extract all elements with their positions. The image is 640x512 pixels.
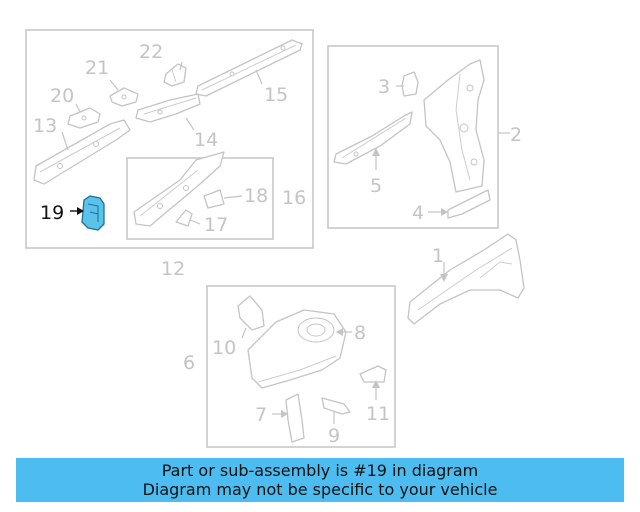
- label-8: 8: [354, 322, 366, 344]
- label-11: 11: [366, 403, 390, 425]
- part-2-pillar-panel: [423, 59, 485, 193]
- label-15: 15: [264, 84, 288, 106]
- parts-diagram: 1 2 3 4 5 6 7 8 9 10 11 12 13 14 15 16 1…: [25, 29, 525, 448]
- label-18: 18: [244, 185, 268, 207]
- label-20: 20: [50, 85, 74, 107]
- label-3: 3: [378, 76, 390, 98]
- leaders-group-2: [372, 85, 510, 216]
- part-7-reinforcement: [285, 393, 305, 443]
- leaders-group-6: [241, 327, 380, 424]
- part-1-fender: [407, 233, 525, 325]
- part-22-bracket: [163, 63, 187, 87]
- part-4-bracket: [447, 189, 491, 219]
- label-19-highlighted: 19: [40, 202, 64, 224]
- label-2: 2: [510, 124, 522, 146]
- info-banner: Part or sub-assembly is #19 in diagram D…: [16, 458, 624, 502]
- part-11-bracket: [359, 365, 387, 383]
- banner-line-part: Part or sub-assembly is #19 in diagram: [161, 461, 479, 480]
- label-5: 5: [370, 175, 382, 197]
- group-box-2: [327, 45, 499, 229]
- label-7: 7: [255, 404, 267, 426]
- part-10-bracket: [237, 295, 265, 331]
- part-9-bracket: [321, 397, 351, 415]
- callout-labels: 1 2 3 4 5 6 7 8 9 10 11 12 13 14 15 16 1…: [33, 41, 522, 447]
- label-9: 9: [328, 425, 340, 447]
- group-box-6: [206, 285, 396, 448]
- part-20-plate: [67, 107, 101, 129]
- part-17-bracket: [175, 209, 193, 227]
- group-box-16: [126, 157, 274, 240]
- part-8-wheelhouse: [247, 309, 347, 389]
- label-10: 10: [212, 337, 236, 359]
- part-13-side-member: [33, 119, 131, 185]
- group-box-12: [25, 29, 314, 249]
- part-3-bracket: [401, 71, 419, 97]
- part-19-highlighted-bracket: [81, 195, 105, 231]
- label-22: 22: [139, 41, 163, 63]
- part-5-reinforcement: [333, 111, 413, 165]
- banner-line-disclaimer: Diagram may not be specific to your vehi…: [142, 480, 498, 499]
- label-13: 13: [33, 115, 57, 137]
- part-16-member-assembly: [133, 151, 225, 227]
- label-14: 14: [194, 129, 218, 151]
- label-17: 17: [204, 214, 228, 236]
- part-21-bracket: [109, 87, 139, 107]
- label-21: 21: [85, 57, 109, 79]
- label-16: 16: [282, 187, 306, 209]
- part-14-member: [135, 93, 201, 123]
- label-6: 6: [183, 352, 195, 374]
- label-4: 4: [412, 202, 424, 224]
- leaders-group-12: [61, 61, 263, 225]
- part-18-bracket: [203, 189, 225, 209]
- label-1: 1: [432, 245, 444, 267]
- label-12: 12: [161, 258, 185, 280]
